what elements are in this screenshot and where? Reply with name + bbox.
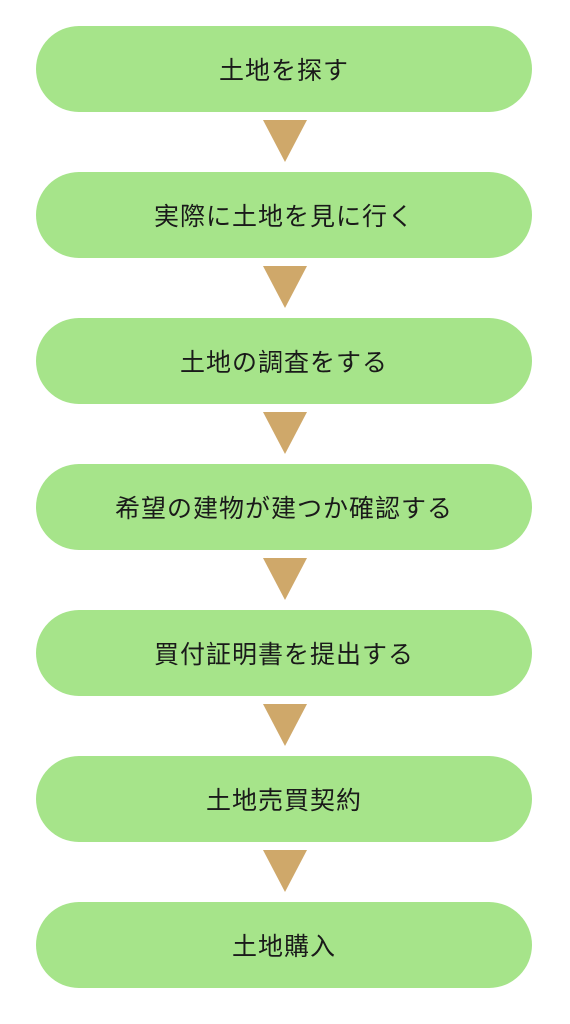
down-arrow-icon [263,850,307,892]
step-1-box: 土地を探す [36,26,532,112]
step-3-box: 土地の調査をする [36,318,532,404]
down-arrow-icon [263,120,307,162]
step-2-box: 実際に土地を見に行く [36,172,532,258]
step-3-label: 土地の調査をする [179,348,388,377]
step-6-box: 土地売買契約 [36,756,532,842]
step-5-label: 買付証明書を提出する [153,640,414,669]
down-arrow-icon [263,704,307,746]
step-5-box: 買付証明書を提出する [36,610,532,696]
step-7-box: 土地購入 [36,902,532,988]
step-4-label: 希望の建物が建つか確認する [114,494,453,523]
down-arrow-icon [263,558,307,600]
down-arrow-icon [263,266,307,308]
down-arrow-icon [263,412,307,454]
step-2-label: 実際に土地を見に行く [153,202,414,231]
step-4-box: 希望の建物が建つか確認する [36,464,532,550]
step-1-label: 土地を探す [218,56,349,85]
step-6-label: 土地売買契約 [205,786,362,815]
step-7-label: 土地購入 [231,932,336,961]
